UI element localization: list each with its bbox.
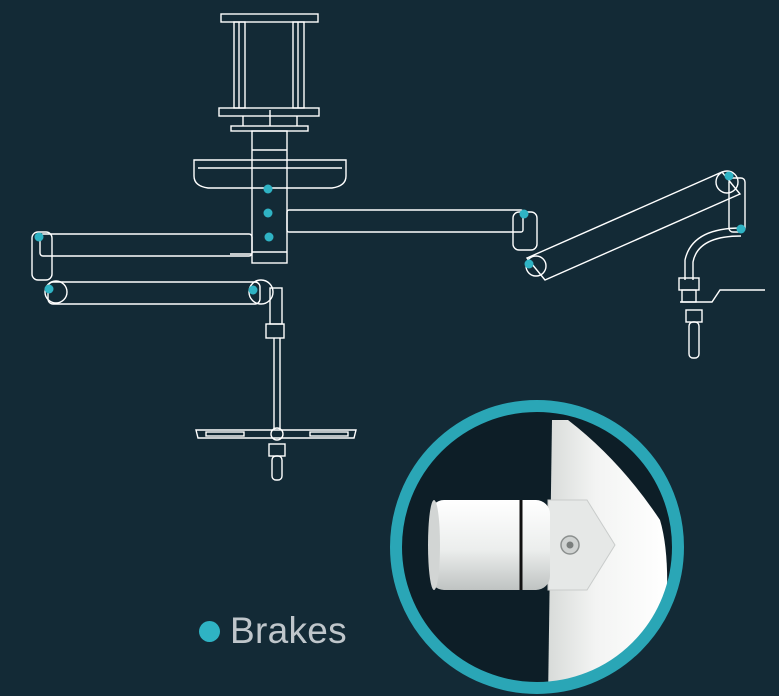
- brake-marker: [736, 224, 746, 234]
- brake-marker: [44, 284, 54, 294]
- legend-label: Brakes: [230, 610, 347, 651]
- brake-marker: [248, 285, 258, 295]
- ceiling-mount: [218, 13, 320, 132]
- legend: Brakes: [199, 610, 347, 652]
- brake-marker: [264, 232, 274, 242]
- brake-marker: [724, 171, 734, 181]
- brake-marker: [263, 208, 273, 218]
- right-arm: [286, 170, 765, 359]
- brake-detail-zoom: [390, 400, 684, 694]
- brake-markers: [34, 171, 746, 295]
- brake-marker: [524, 259, 534, 269]
- brake-legend-marker: [199, 620, 220, 642]
- central-column: [193, 130, 347, 264]
- brake-marker: [519, 209, 529, 219]
- left-arm: [31, 231, 357, 481]
- brake-marker: [263, 184, 273, 194]
- brake-marker: [34, 232, 44, 242]
